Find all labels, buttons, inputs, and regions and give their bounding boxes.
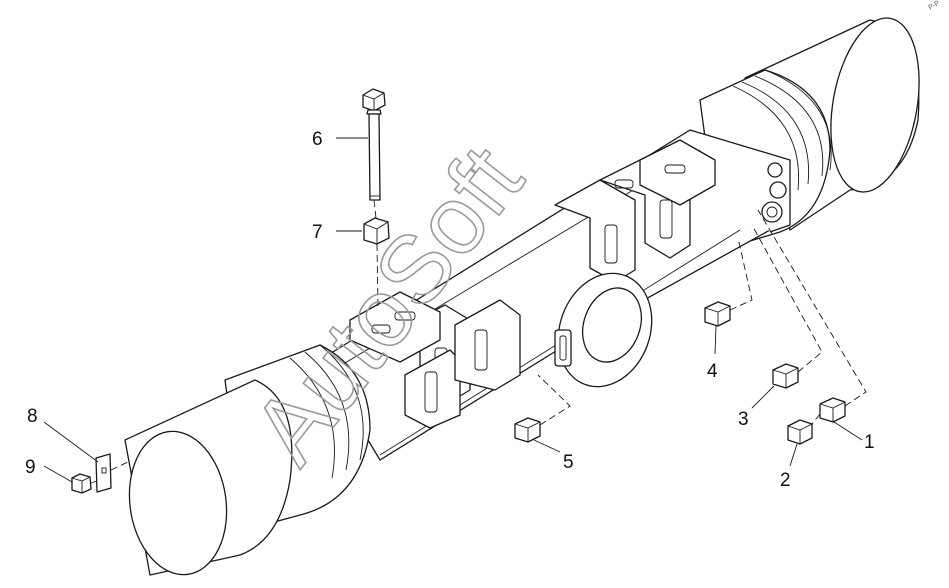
fitting-5 bbox=[514, 417, 541, 443]
left-drum bbox=[124, 344, 371, 576]
fitting-2 bbox=[787, 419, 813, 445]
bracket-group-left bbox=[349, 291, 521, 429]
callout-labels: 1 2 3 4 5 6 7 8 9 bbox=[25, 129, 875, 491]
corner-mark: P-P bbox=[928, 0, 942, 12]
center-flange bbox=[554, 272, 653, 388]
fitting-4 bbox=[704, 301, 731, 327]
callout-2: 2 bbox=[780, 470, 791, 491]
washer-plate bbox=[95, 453, 112, 493]
assembly-lines bbox=[90, 199, 867, 484]
callout-6: 6 bbox=[312, 129, 323, 150]
leader-lines bbox=[43, 137, 863, 483]
fitting-3 bbox=[772, 363, 799, 389]
callout-8: 8 bbox=[27, 406, 38, 427]
nut bbox=[363, 217, 390, 245]
bracket-group-right bbox=[554, 139, 716, 283]
callout-1: 1 bbox=[864, 432, 875, 453]
bolt bbox=[362, 88, 386, 201]
nut-small bbox=[71, 473, 92, 494]
callout-9: 9 bbox=[25, 457, 36, 478]
callout-5: 5 bbox=[563, 452, 574, 473]
callout-7: 7 bbox=[312, 222, 323, 243]
fitting-1 bbox=[819, 397, 846, 423]
callout-3: 3 bbox=[738, 409, 749, 430]
callout-4: 4 bbox=[707, 361, 718, 382]
